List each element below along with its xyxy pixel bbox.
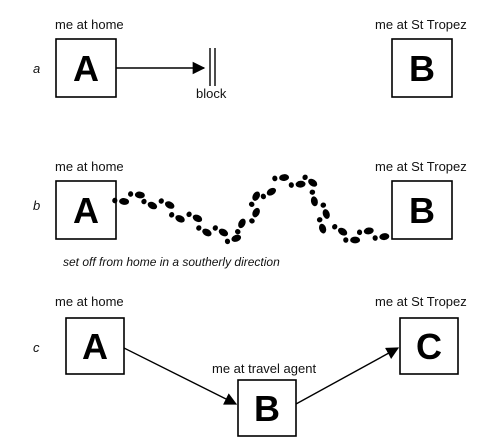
panel-c-sttropez-caption: me at St Tropez: [375, 294, 467, 309]
panel-b-path-note: set off from home in a southerly directi…: [63, 255, 280, 269]
footprint: [330, 222, 349, 238]
panel-c-home-box: [65, 317, 125, 375]
panel-b: b me at home A set off from home in a so…: [33, 159, 467, 269]
panel-c-home-letter: A: [82, 326, 108, 367]
panel-a-label: a: [33, 61, 40, 76]
panel-c-sttropez-letter: C: [416, 326, 442, 367]
panel-b-label: b: [33, 198, 40, 213]
footprint: [211, 223, 230, 238]
panel-c-sttropez-box: [399, 317, 459, 375]
footprint: [194, 223, 213, 238]
footprint: [315, 216, 328, 235]
panel-c-arrow-agent-to-sttropez: [295, 347, 400, 405]
panel-b-home-box: [55, 180, 117, 240]
panel-c-agent-caption: me at travel agent: [212, 361, 316, 376]
footprint: [157, 196, 176, 211]
panel-a-sttropez-caption: me at St Tropez: [375, 17, 467, 32]
panel-a: a me at home A block me at St Tropez B: [33, 17, 467, 101]
footprints-icon: [111, 173, 390, 246]
footprint: [247, 206, 262, 225]
panel-b-home-caption: me at home: [55, 159, 124, 174]
panel-b-sttropez-letter: B: [409, 190, 435, 231]
panel-c-label: c: [33, 340, 40, 355]
footprint: [127, 190, 146, 199]
block-icon: [209, 48, 216, 86]
footprint: [185, 210, 204, 224]
panel-a-home-letter: A: [73, 48, 99, 89]
footprint: [343, 236, 361, 244]
panel-c-agent-box: [237, 379, 297, 437]
panel-a-home-caption: me at home: [55, 17, 124, 32]
panel-a-sttropez-box: [391, 38, 453, 98]
footprint: [372, 232, 390, 242]
footprint: [259, 186, 278, 201]
panel-b-sttropez-box: [391, 180, 453, 240]
panel-a-sttropez-letter: B: [409, 48, 435, 89]
footprint: [308, 188, 319, 207]
panel-a-block-label: block: [196, 86, 227, 101]
footprint: [356, 226, 375, 237]
panel-c-home-caption: me at home: [55, 294, 124, 309]
footprint: [140, 197, 159, 211]
panel-c-agent-letter: B: [254, 388, 280, 429]
footprint: [319, 201, 332, 220]
panel-a-home-box: [55, 38, 117, 98]
footprint: [247, 190, 262, 209]
panel-b-sttropez-caption: me at St Tropez: [375, 159, 467, 174]
footprint: [233, 217, 248, 236]
footprint: [271, 173, 290, 183]
panel-b-home-letter: A: [73, 190, 99, 231]
panel-c-arrow-home-to-agent: [123, 347, 238, 405]
footprint: [288, 180, 306, 189]
footprint: [167, 210, 187, 225]
panel-c: c me at home A me at travel agent B me a…: [33, 294, 467, 437]
